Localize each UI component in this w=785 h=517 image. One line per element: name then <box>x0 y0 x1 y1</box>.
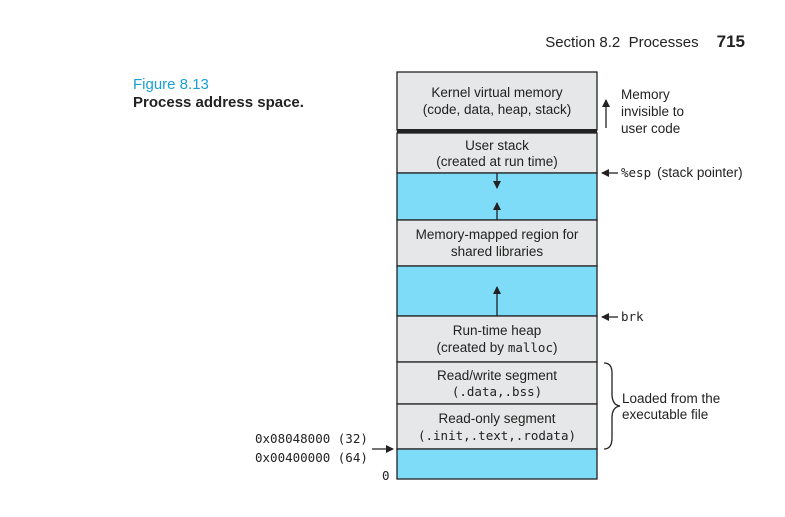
figure-caption: Process address space. <box>133 94 304 111</box>
rw-label-line1: Read/write segment <box>437 368 557 383</box>
heap-label-suffix: ) <box>553 340 558 355</box>
address-32bit-label: 0x08048000 (32) <box>255 431 368 446</box>
heap-label-prefix: (created by <box>437 340 508 355</box>
address-zero-label: 0 <box>382 468 390 483</box>
esp-label: %esp (stack pointer) <box>621 165 743 180</box>
kernel-virtual-memory-segment <box>396 71 598 131</box>
memory-invisible-line3: user code <box>621 121 680 136</box>
heap-label-malloc: malloc <box>508 340 553 355</box>
user-stack-label-line2: (created at run time) <box>436 154 558 169</box>
memory-invisible-line1: Memory <box>621 87 670 102</box>
kernel-label-line2: (code, data, heap, stack) <box>423 102 572 117</box>
kernel-boundary-bar <box>397 129 597 133</box>
ro-label-line1: Read-only segment <box>438 411 555 426</box>
bottom-unused-region <box>396 448 598 480</box>
section-title: Processes <box>628 34 699 51</box>
user-stack-label-line1: User stack <box>465 138 529 153</box>
mmap-label-line1: Memory-mapped region for <box>416 227 579 242</box>
page-number: 715 <box>716 32 745 51</box>
memory-invisible-line2: invisible to <box>621 104 684 119</box>
section-number: Section 8.2 <box>545 34 621 51</box>
mmap-label-line2: shared libraries <box>451 244 544 259</box>
figure-label: Figure 8.13 <box>133 76 209 93</box>
loaded-label-line1: Loaded from the <box>622 391 720 406</box>
ro-label-line2: (.init,.text,.rodata) <box>418 428 576 443</box>
section-label: Section 8.2 Processes <box>545 34 698 51</box>
loaded-label-line2: executable file <box>622 407 708 422</box>
heap-label-line1: Run-time heap <box>453 323 542 338</box>
esp-register: %esp <box>621 165 651 180</box>
esp-description: (stack pointer) <box>657 165 743 180</box>
user-stack-segment <box>396 132 598 174</box>
rw-label-line2: (.data,.bss) <box>452 384 542 399</box>
brk-label: brk <box>621 309 644 324</box>
heap-label-line2: (created by malloc) <box>437 340 558 355</box>
read-write-segment <box>396 361 598 405</box>
loaded-segments-brace <box>603 362 621 450</box>
address-64bit-label: 0x00400000 (64) <box>255 450 368 465</box>
kernel-label-line1: Kernel virtual memory <box>431 85 563 100</box>
running-header: Section 8.2 Processes 715 <box>545 32 745 52</box>
